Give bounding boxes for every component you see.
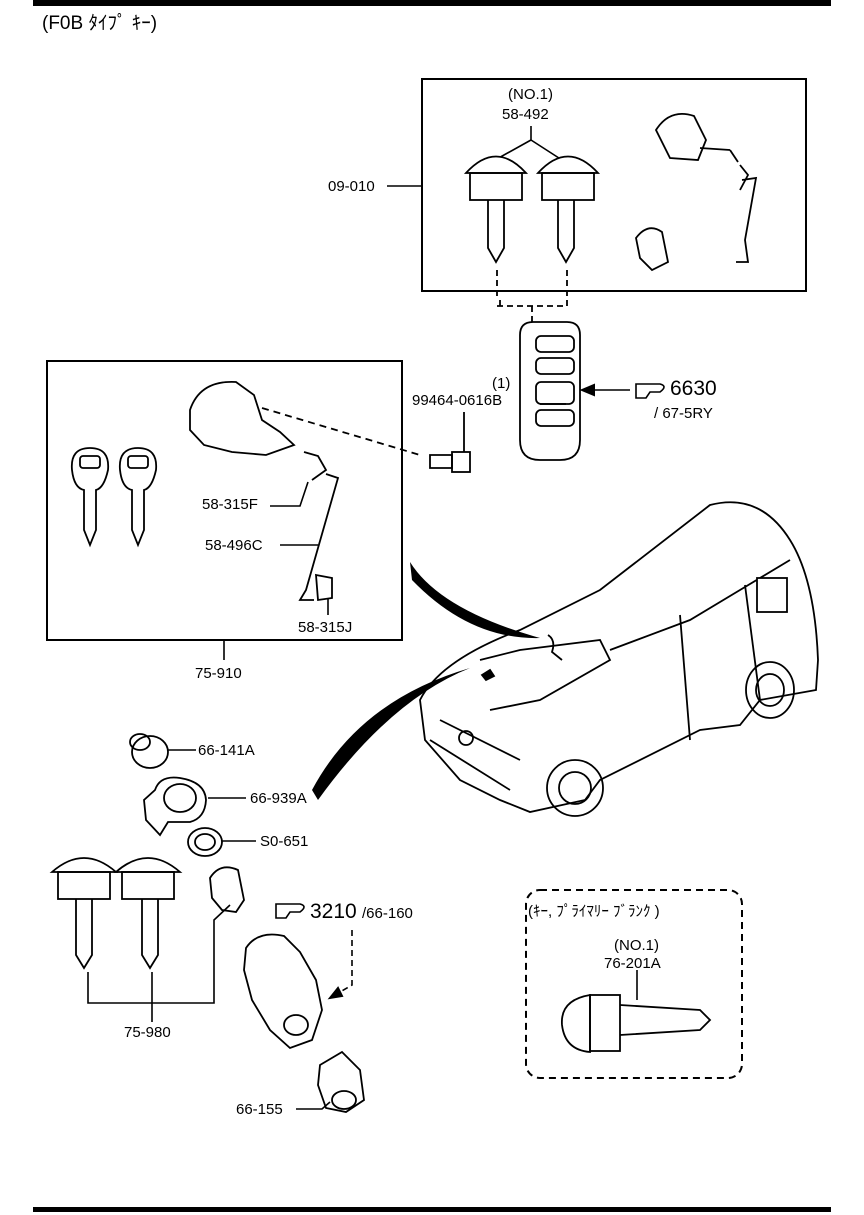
fob-illustration	[519, 321, 581, 461]
part-number-label: 99464-0616B	[412, 392, 503, 409]
bottom-rule	[33, 1207, 831, 1212]
top-rule	[33, 0, 831, 6]
swoosh-arrow	[410, 562, 540, 639]
part-number-label: 58-496C	[205, 537, 263, 554]
reference-number: 6630	[670, 377, 717, 400]
part-number-label: S0-651	[260, 833, 309, 850]
part-number-label: 66-155	[236, 1101, 283, 1118]
reference-sub: / 67-5RY	[654, 405, 713, 422]
pointing-hand-icon	[275, 903, 305, 919]
pointing-hand-icon	[635, 383, 665, 399]
key-set-box	[421, 78, 807, 292]
part-number-label: 58-492	[502, 106, 549, 123]
ring-illustration	[187, 827, 223, 857]
ignition-switch-illustration	[243, 933, 323, 1050]
bolt-illustration	[429, 412, 471, 473]
cylinder-illustration	[317, 1050, 365, 1113]
reference-sub: /66-160	[362, 905, 413, 922]
part-number-label: 76-201A	[604, 955, 661, 972]
vehicle-illustration	[419, 501, 819, 817]
qty-note: (NO.1)	[614, 937, 659, 954]
key-illustration	[561, 993, 712, 1053]
part-number-label: 58-315F	[202, 496, 258, 513]
part-number-label: 58-315J	[298, 619, 353, 636]
lamp-illustration	[209, 866, 245, 913]
key-illustration	[463, 155, 601, 322]
part-number-label: 66-939A	[250, 790, 307, 807]
qty-note: (1)	[492, 375, 511, 392]
part-number-label: 75-910	[195, 665, 242, 682]
blank-key-title: (ｷｰ, ﾌﾟﾗｲﾏﾘｰ ﾌﾞﾗﾝｸ )	[528, 903, 660, 920]
switch-housing-illustration	[143, 776, 207, 837]
key-illustration	[70, 447, 158, 548]
key-illustration	[49, 857, 183, 970]
part-number-label: 09-010	[328, 178, 375, 195]
reference-number: 3210	[310, 900, 357, 923]
blank-key-box	[525, 889, 743, 1079]
qty-note: (NO.1)	[508, 86, 553, 103]
part-number-label: 66-141A	[198, 742, 255, 759]
rod-illustration	[298, 451, 340, 602]
cylinder-illustration	[129, 733, 169, 769]
part-number-label: 75-980	[124, 1024, 171, 1041]
lock-housing-illustration	[635, 112, 758, 272]
lock-housing-illustration	[189, 381, 421, 456]
page-title: (F0B ﾀｲﾌﾟ ｷｰ)	[42, 13, 158, 34]
